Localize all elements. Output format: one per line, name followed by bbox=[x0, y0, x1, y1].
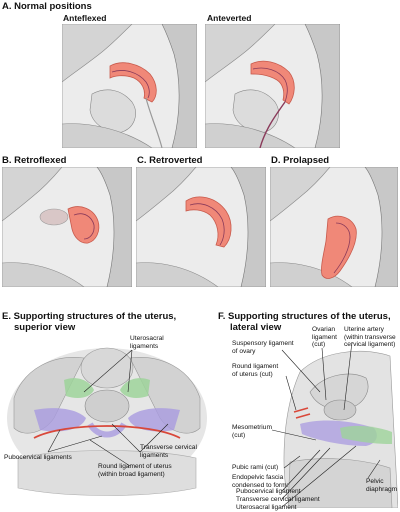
label-uterine-line1: Uterine artery bbox=[344, 326, 384, 333]
label-round-cut-line1: Round ligament bbox=[232, 363, 279, 370]
label-round-ligament-uterus: Round ligament of uterus (within broad l… bbox=[98, 463, 172, 478]
label-endopelvic-line2: condensed to form: bbox=[232, 481, 289, 489]
label-suspensory-line1: Suspensory ligament bbox=[232, 340, 294, 347]
label-round-line2: (within broad ligament) bbox=[98, 470, 165, 478]
section-f-title: F. Supporting structures of the uterus, … bbox=[218, 311, 391, 333]
anteflexed-illustration bbox=[62, 24, 197, 148]
anteflexed-title: Anteflexed bbox=[63, 13, 107, 23]
label-pubocervical-ligament: Pubocervical ligament bbox=[236, 488, 301, 495]
label-endopelvic-fascia: Endopelvic fascia condensed to form: bbox=[232, 474, 288, 489]
label-uterosacral-ligament: Uterosacral ligament bbox=[236, 504, 297, 511]
section-e-title-line2: superior view bbox=[14, 322, 76, 333]
section-c-title: C. Retroverted bbox=[137, 155, 203, 166]
retroflexed-illustration bbox=[2, 167, 132, 287]
label-transverse-line2: ligaments bbox=[140, 451, 169, 459]
label-ovarian-line2: ligament bbox=[312, 333, 337, 341]
section-f-title-line1: F. Supporting structures of the uterus, bbox=[218, 311, 391, 322]
label-transverse-cervical-ligament: Transverse cervical ligament bbox=[236, 496, 320, 503]
label-mesometrium-line2: (cut) bbox=[232, 431, 246, 439]
prolapsed-illustration bbox=[270, 167, 398, 287]
section-a-title: A. Normal positions bbox=[2, 1, 92, 12]
label-uterine-artery: Uterine artery (within transverse cervic… bbox=[344, 326, 396, 349]
label-mesometrium: Mesometrium (cut) bbox=[232, 424, 272, 439]
label-pelvic-line2: diaphragm bbox=[366, 485, 398, 493]
label-uterosacral-ligaments: Uterosacral ligaments bbox=[130, 335, 164, 350]
label-uterine-line3: cervical ligament) bbox=[344, 341, 396, 349]
label-uterosacral-line2: ligaments bbox=[130, 342, 159, 350]
superior-view-illustration bbox=[7, 347, 207, 496]
label-pubocervical-ligaments: Pubocervical ligaments bbox=[4, 454, 72, 461]
label-ovarian-line3: (cut) bbox=[312, 341, 326, 349]
label-ovarian-line1: Ovarian bbox=[312, 326, 336, 333]
label-transverse-line1: Transverse cervical bbox=[140, 444, 197, 451]
retroverted-illustration bbox=[136, 167, 266, 287]
section-e-title: E. Supporting structures of the uterus, … bbox=[2, 311, 176, 333]
label-suspensory-line2: of ovary bbox=[232, 347, 256, 355]
label-ovarian-ligament: Ovarian ligament (cut) bbox=[312, 326, 337, 349]
section-b-title: B. Retroflexed bbox=[2, 155, 67, 166]
label-transverse-cervical-ligaments: Transverse cervical ligaments bbox=[140, 444, 197, 459]
section-f-title-line2: lateral view bbox=[230, 322, 282, 333]
label-suspensory-ligament: Suspensory ligament of ovary bbox=[232, 340, 294, 355]
section-e-title-line1: E. Supporting structures of the uterus, bbox=[2, 311, 177, 322]
label-pelvic-diaphragm: Pelvic diaphragm bbox=[366, 478, 397, 493]
label-uterosacral-line1: Uterosacral bbox=[130, 335, 164, 342]
label-round-cut-line2: of uterus (cut) bbox=[232, 370, 273, 378]
label-mesometrium-line1: Mesometrium bbox=[232, 424, 272, 431]
label-round-ligament-cut: Round ligament of uterus (cut) bbox=[232, 363, 278, 378]
label-pelvic-line1: Pelvic bbox=[366, 478, 384, 485]
anteverted-title: Anteverted bbox=[207, 13, 252, 23]
label-endopelvic-line1: Endopelvic fascia bbox=[232, 474, 284, 481]
label-pubic-rami: Pubic rami (cut) bbox=[232, 464, 279, 471]
label-round-line1: Round ligament of uterus bbox=[98, 463, 172, 470]
label-uterine-line2: (within transverse bbox=[344, 333, 396, 341]
section-d-title: D. Prolapsed bbox=[271, 155, 330, 166]
anteverted-illustration bbox=[205, 24, 340, 148]
lateral-view-illustration bbox=[283, 351, 398, 508]
